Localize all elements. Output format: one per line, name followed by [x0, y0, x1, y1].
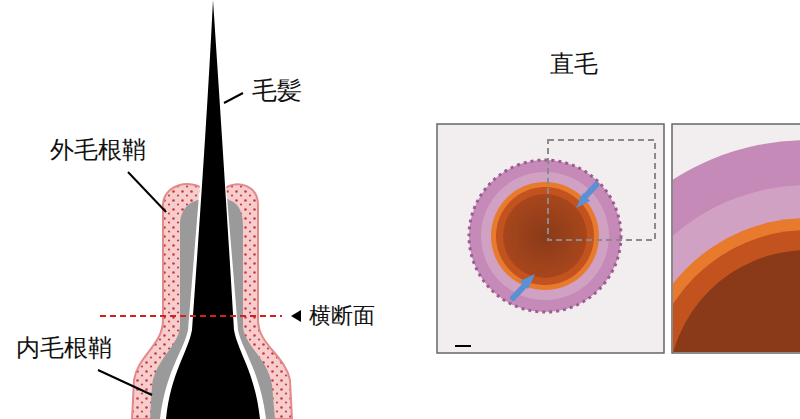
zoom-box [548, 140, 655, 240]
section-marker [291, 310, 301, 322]
arrow [576, 193, 590, 208]
section-label: 横断面 [309, 303, 375, 329]
micrograph-panel [437, 124, 664, 353]
leader-line [98, 370, 152, 395]
zoom-image [673, 140, 800, 352]
part-label: 内毛根鞘 [16, 334, 112, 363]
part-label: 外毛根鞘 [50, 136, 146, 165]
leader-line [224, 93, 243, 103]
part-label: 毛髪 [252, 76, 302, 106]
hair-shaft [166, 0, 260, 419]
section-line [100, 315, 282, 317]
leader-line [128, 172, 166, 212]
arrow [520, 274, 535, 289]
cross-section-image [469, 160, 621, 312]
scale-bar [455, 345, 471, 347]
panel-heading: 直毛 [550, 50, 598, 79]
